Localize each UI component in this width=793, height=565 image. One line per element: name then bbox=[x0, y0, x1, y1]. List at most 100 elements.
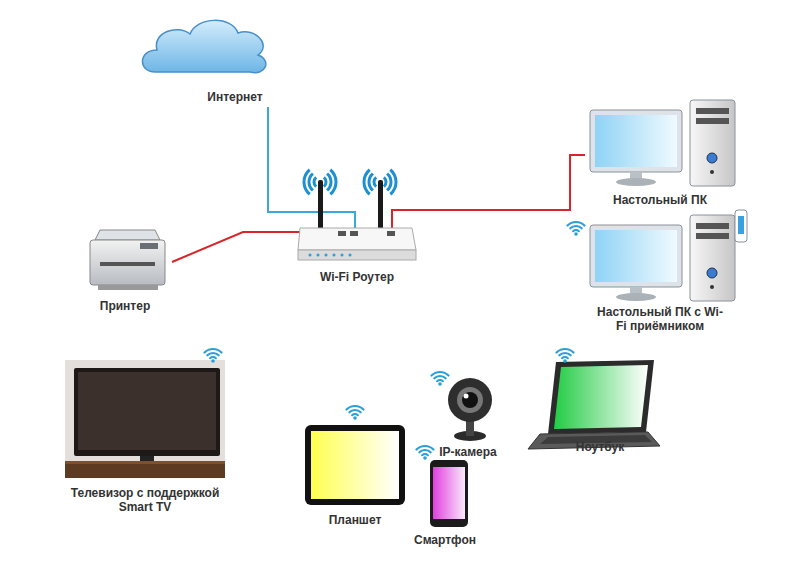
printer-icon bbox=[140, 243, 158, 249]
wifi-router: Wi-Fi Роутер bbox=[295, 160, 420, 288]
router-icon bbox=[304, 170, 336, 230]
tv-icon bbox=[65, 360, 225, 478]
laptop-icon bbox=[554, 365, 648, 429]
desktop-pc-icon bbox=[690, 100, 735, 186]
wifi-symbol bbox=[205, 349, 222, 363]
desktop-pc-wifi-icon bbox=[738, 216, 744, 234]
router-icon bbox=[387, 231, 395, 236]
device-label: Настольный ПК bbox=[585, 193, 735, 207]
ip-camera-icon bbox=[457, 387, 483, 413]
label-area: Телевизор с поддержкой Smart TV bbox=[65, 486, 225, 514]
smartphone-icon bbox=[430, 460, 468, 527]
internet-cloud: Интернет bbox=[140, 12, 275, 107]
printer: Принтер bbox=[82, 225, 172, 317]
router-icon bbox=[304, 170, 336, 195]
desktop-pc-icon bbox=[590, 100, 735, 186]
desktop-pc-icon bbox=[696, 118, 729, 124]
label-area: Принтер bbox=[85, 299, 165, 313]
router-icon bbox=[298, 170, 416, 260]
desktop-pc-icon bbox=[616, 178, 656, 186]
tv-icon bbox=[65, 461, 225, 464]
printer-icon bbox=[95, 230, 160, 240]
label-area: Ноутбук bbox=[550, 440, 650, 454]
device-label: Принтер bbox=[85, 299, 165, 313]
desktop-pc-icon bbox=[590, 100, 735, 186]
label-area: Интернет bbox=[195, 90, 275, 104]
label-area: Смартфон bbox=[410, 533, 480, 547]
smartphone-icon bbox=[433, 467, 465, 519]
device-label: Планшет bbox=[305, 513, 405, 527]
printer-icon bbox=[90, 240, 165, 285]
wifi-symbol bbox=[347, 406, 364, 420]
router-icon bbox=[330, 170, 336, 195]
device-label: Интернет bbox=[195, 90, 275, 104]
tablet: Планшет bbox=[300, 398, 410, 528]
ip-camera-icon bbox=[466, 420, 474, 436]
desktop-pc-wifi-icon bbox=[590, 210, 747, 301]
router-icon bbox=[338, 231, 346, 236]
label-area: Планшет bbox=[305, 513, 405, 527]
cable-line bbox=[172, 232, 295, 262]
label-area: Wi-Fi Роутер bbox=[297, 270, 417, 284]
router-icon bbox=[349, 254, 352, 257]
label-area: IP-камера bbox=[428, 445, 508, 459]
tablet-icon bbox=[311, 431, 399, 499]
router-icon bbox=[309, 254, 312, 257]
wifi-symbol bbox=[568, 222, 585, 236]
wifi-symbol bbox=[205, 222, 585, 460]
tv-icon bbox=[140, 456, 154, 461]
tv-icon bbox=[74, 368, 220, 456]
device-label: Телевизор с поддержкой Smart TV bbox=[65, 486, 225, 514]
router-icon bbox=[298, 250, 416, 260]
router-icon bbox=[341, 254, 344, 257]
tablet-icon bbox=[305, 425, 405, 505]
tv-icon bbox=[65, 360, 225, 478]
printer-icon bbox=[90, 230, 165, 290]
desktop-pc-icon bbox=[590, 110, 682, 172]
wifi-symbol bbox=[557, 349, 574, 363]
router-icon bbox=[317, 254, 320, 257]
tablet-icon bbox=[305, 425, 405, 505]
cloud-icon bbox=[142, 20, 265, 72]
label-area: Настольный ПК bbox=[585, 193, 735, 207]
desktop-pc-icon bbox=[707, 153, 717, 163]
printer-icon bbox=[100, 262, 155, 266]
printer-icon bbox=[98, 285, 158, 290]
device-label: Смартфон bbox=[410, 533, 480, 547]
router-icon bbox=[364, 170, 396, 230]
cable-line bbox=[420, 155, 585, 210]
device-label: Настольный ПК с Wi-Fi приёмником bbox=[595, 305, 725, 333]
ip-camera-icon bbox=[448, 378, 492, 422]
desktop-pc-wifi-icon bbox=[735, 210, 747, 242]
tv-icon bbox=[78, 372, 216, 450]
laptop: Ноутбук bbox=[525, 345, 660, 455]
router-icon bbox=[327, 174, 331, 191]
desktop-pc: Настольный ПК bbox=[585, 95, 740, 210]
desktop-pc-icon bbox=[696, 108, 729, 114]
smartphone: Смартфон bbox=[410, 440, 480, 550]
device-label: Wi-Fi Роутер bbox=[297, 270, 417, 284]
ip-camera-icon bbox=[462, 392, 478, 408]
desktop-pc-icon bbox=[595, 115, 677, 167]
laptop-icon bbox=[548, 360, 654, 434]
ip-camera-icon bbox=[464, 394, 469, 399]
router-icon bbox=[333, 254, 336, 257]
router-icon bbox=[309, 174, 313, 191]
desktop-pc-wifi: Настольный ПК с Wi-Fi приёмником bbox=[560, 205, 750, 335]
wifi-symbol bbox=[432, 372, 449, 386]
cable-line bbox=[268, 107, 295, 212]
router-icon bbox=[318, 180, 323, 230]
cloud-icon bbox=[142, 20, 265, 72]
desktop-pc-wifi-icon bbox=[590, 215, 735, 301]
ip-camera-icon bbox=[448, 378, 492, 441]
device-label: IP-камера bbox=[428, 445, 508, 459]
router-icon bbox=[304, 170, 310, 195]
ip-camera: IP-камера bbox=[425, 360, 515, 460]
smart-tv: Телевизор с поддержкой Smart TV bbox=[60, 340, 235, 520]
laptop-icon bbox=[528, 360, 660, 449]
router-icon bbox=[298, 228, 416, 250]
device-label: Ноутбук bbox=[550, 440, 650, 454]
